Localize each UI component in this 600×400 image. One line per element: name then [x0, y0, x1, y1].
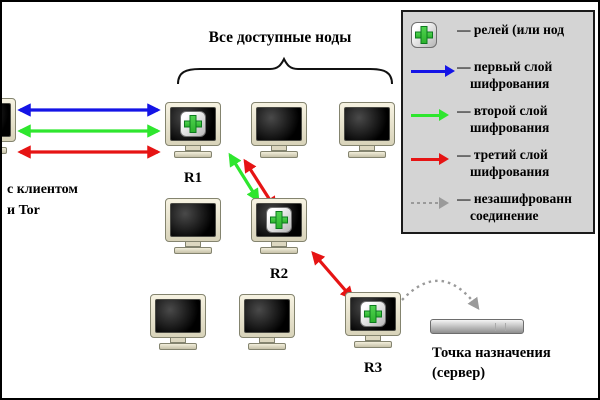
relay-cross-icon — [360, 301, 386, 327]
first-layer-arrow-icon — [411, 69, 445, 73]
legend-icon-col — [411, 21, 457, 48]
legend-label-line2: шифрования — [470, 76, 550, 91]
monitor-neck — [185, 146, 201, 151]
monitor-screen — [2, 103, 11, 137]
monitor-base — [260, 151, 298, 158]
client-label-line2: и Tor — [7, 203, 40, 218]
monitor-neck — [185, 242, 201, 247]
monitor-neck — [271, 146, 287, 151]
monitor-neck — [259, 338, 275, 343]
relay-label-r2: R2 — [269, 266, 289, 282]
monitor — [150, 294, 206, 338]
monitor-screen — [170, 203, 216, 237]
monitor-base — [248, 343, 286, 350]
server-slot — [495, 323, 496, 331]
monitor — [239, 294, 295, 338]
relay-label-r1: R1 — [183, 170, 203, 186]
server-slot — [505, 323, 506, 331]
computer-node — [239, 294, 295, 350]
brace — [177, 56, 393, 85]
relay-cross-icon — [266, 207, 292, 233]
legend-text: — незашифрованн соединение — [457, 190, 593, 224]
legend-label: — релей (или нод — [457, 22, 565, 37]
legend-icon-col — [411, 190, 457, 208]
legend-label-line2: шифрования — [470, 164, 550, 179]
legend-item-first-layer: — первый слой шифрования — [411, 58, 593, 92]
relay-node-r2 — [251, 198, 307, 254]
relay-node-r1 — [165, 102, 221, 158]
relay-cross-icon — [180, 111, 206, 137]
monitor-screen — [244, 299, 290, 333]
legend-text: — третий слой шифрования — [457, 146, 593, 180]
server-icon — [430, 319, 524, 334]
relay-label-r3: R3 — [363, 360, 383, 376]
legend-label: — незашифрованн — [457, 191, 572, 206]
third-layer-arrow-icon — [411, 157, 439, 161]
legend-label: — первый слой — [457, 59, 553, 74]
monitor-neck — [170, 338, 186, 343]
client-label-line1: с клиентом — [7, 182, 78, 197]
legend-label: — третий слой — [457, 147, 548, 162]
computer-node — [165, 198, 221, 254]
second-layer-arrow-icon — [411, 113, 439, 117]
legend-icon-col — [411, 102, 457, 120]
monitor-neck — [359, 146, 375, 151]
monitor — [2, 98, 16, 142]
client-computer — [2, 98, 16, 154]
monitor-neck — [365, 336, 381, 341]
monitor — [251, 198, 307, 242]
monitor — [165, 102, 221, 146]
legend-text: — первый слой шифрования — [457, 58, 593, 92]
monitor — [345, 292, 401, 336]
legend-item-relay: — релей (или нод — [411, 21, 593, 48]
unencrypted-arrow — [401, 279, 480, 310]
legend-panel: — релей (или нод — первый слой шифровани… — [401, 10, 595, 234]
relay-node-r3 — [345, 292, 401, 348]
monitor — [165, 198, 221, 242]
legend-item-third-layer: — третий слой шифрования — [411, 146, 593, 180]
legend-icon-col — [411, 58, 457, 76]
monitor-base — [174, 247, 212, 254]
legend-icon-col — [411, 146, 457, 164]
monitor — [251, 102, 307, 146]
legend-text: — релей (или нод — [457, 21, 593, 38]
computer-node — [150, 294, 206, 350]
monitor-base — [260, 247, 298, 254]
monitor — [339, 102, 395, 146]
destination-label: Точка назначения (сервер) — [432, 343, 598, 383]
r2-r3-red-arrow — [311, 250, 354, 301]
monitor-base — [2, 147, 7, 154]
monitor-base — [174, 151, 212, 158]
legend-label-line2: соединение — [470, 208, 539, 223]
monitor-base — [348, 151, 386, 158]
destination-label-line1: Точка назначения — [432, 345, 551, 361]
legend-label: — второй слой — [457, 103, 548, 118]
legend-label-line2: шифрования — [470, 120, 550, 135]
client-label: с клиентом и Tor — [7, 179, 78, 221]
diagram-title: Все доступные ноды — [208, 29, 352, 46]
relay-cross-icon — [411, 22, 437, 48]
unencrypted-arrow-icon — [411, 202, 439, 204]
computer-node — [339, 102, 395, 158]
monitor-base — [159, 343, 197, 350]
computer-node — [251, 102, 307, 158]
monitor-screen — [344, 107, 390, 141]
monitor-screen — [155, 299, 201, 333]
legend-item-unencrypted: — незашифрованн соединение — [411, 190, 593, 224]
monitor-base — [354, 341, 392, 348]
monitor-screen — [256, 107, 302, 141]
monitor-neck — [271, 242, 287, 247]
legend-item-second-layer: — второй слой шифрования — [411, 102, 593, 136]
destination-label-line2: (сервер) — [432, 365, 486, 381]
legend-text: — второй слой шифрования — [457, 102, 593, 136]
